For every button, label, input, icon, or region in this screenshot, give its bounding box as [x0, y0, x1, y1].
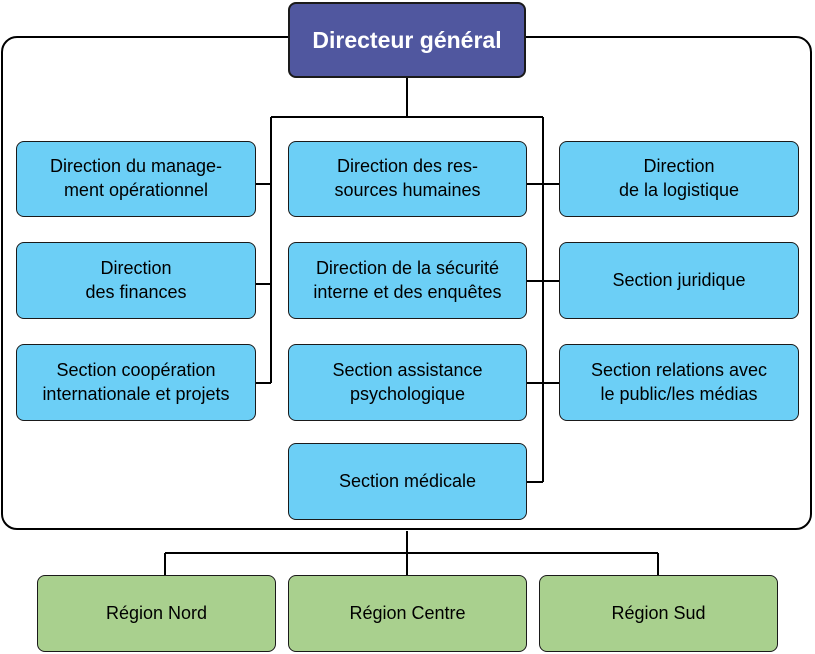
box-section-cooperation: Section coopération internationale et pr…: [16, 344, 256, 421]
box-section-medicale: Section médicale: [288, 443, 527, 520]
box-director-general: Directeur général: [288, 2, 526, 78]
box-direction-securite: Direction de la sécurité interne et des …: [288, 242, 527, 319]
box-region-sud: Région Sud: [539, 575, 778, 652]
box-direction-logistique: Direction de la logistique: [559, 141, 799, 217]
box-section-psychologique: Section assistance psychologique: [288, 344, 527, 421]
box-direction-rh: Direction des res- sources humaines: [288, 141, 527, 217]
box-direction-management: Direction du manage- ment opérationnel: [16, 141, 256, 217]
box-section-juridique: Section juridique: [559, 242, 799, 319]
box-region-centre: Région Centre: [288, 575, 527, 652]
box-section-relations-public: Section relations avec le public/les méd…: [559, 344, 799, 421]
box-direction-finances: Direction des finances: [16, 242, 256, 319]
box-region-nord: Région Nord: [37, 575, 276, 652]
